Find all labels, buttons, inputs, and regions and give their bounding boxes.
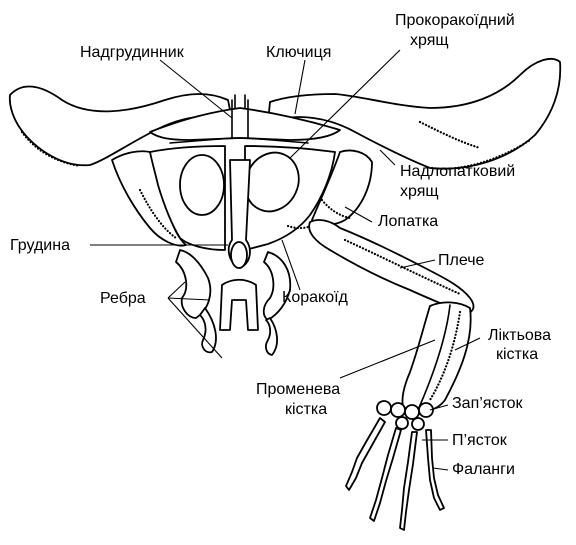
ribs-right: [264, 252, 291, 320]
digits: [346, 418, 444, 530]
label-carpus: Зап’ясток: [452, 395, 523, 412]
label-ulna-line2: кістка: [496, 346, 538, 363]
label-phalanges: Фаланги: [452, 461, 515, 478]
label-coracoid: Коракоїд: [282, 289, 349, 306]
label-procoracoid-cartilage-line2: хрящ: [410, 32, 449, 49]
label-radius-line1: Променева: [256, 381, 340, 398]
foramen-left: [180, 155, 224, 215]
label-clavicle: Ключиця: [266, 44, 331, 61]
label-scapula: Лопатка: [378, 213, 438, 230]
label-metacarpus: П’ясток: [452, 432, 508, 449]
label-sternum: Грудина: [10, 237, 70, 254]
label-humerus: Плече: [438, 252, 485, 269]
label-procoracoid-cartilage-line1: Прокоракоїдний: [395, 12, 515, 29]
label-suprasternum: Надгрудинник: [80, 44, 185, 61]
label-ulna-line1: Ліктьова: [488, 327, 551, 344]
label-radius-line2: кістка: [285, 401, 327, 418]
label-suprascapular-cartilage-line2: хрящ: [400, 183, 439, 200]
label-suprascapular-cartilage-line1: Надлопатковий: [400, 163, 515, 180]
label-ribs: Ребра: [100, 290, 146, 307]
